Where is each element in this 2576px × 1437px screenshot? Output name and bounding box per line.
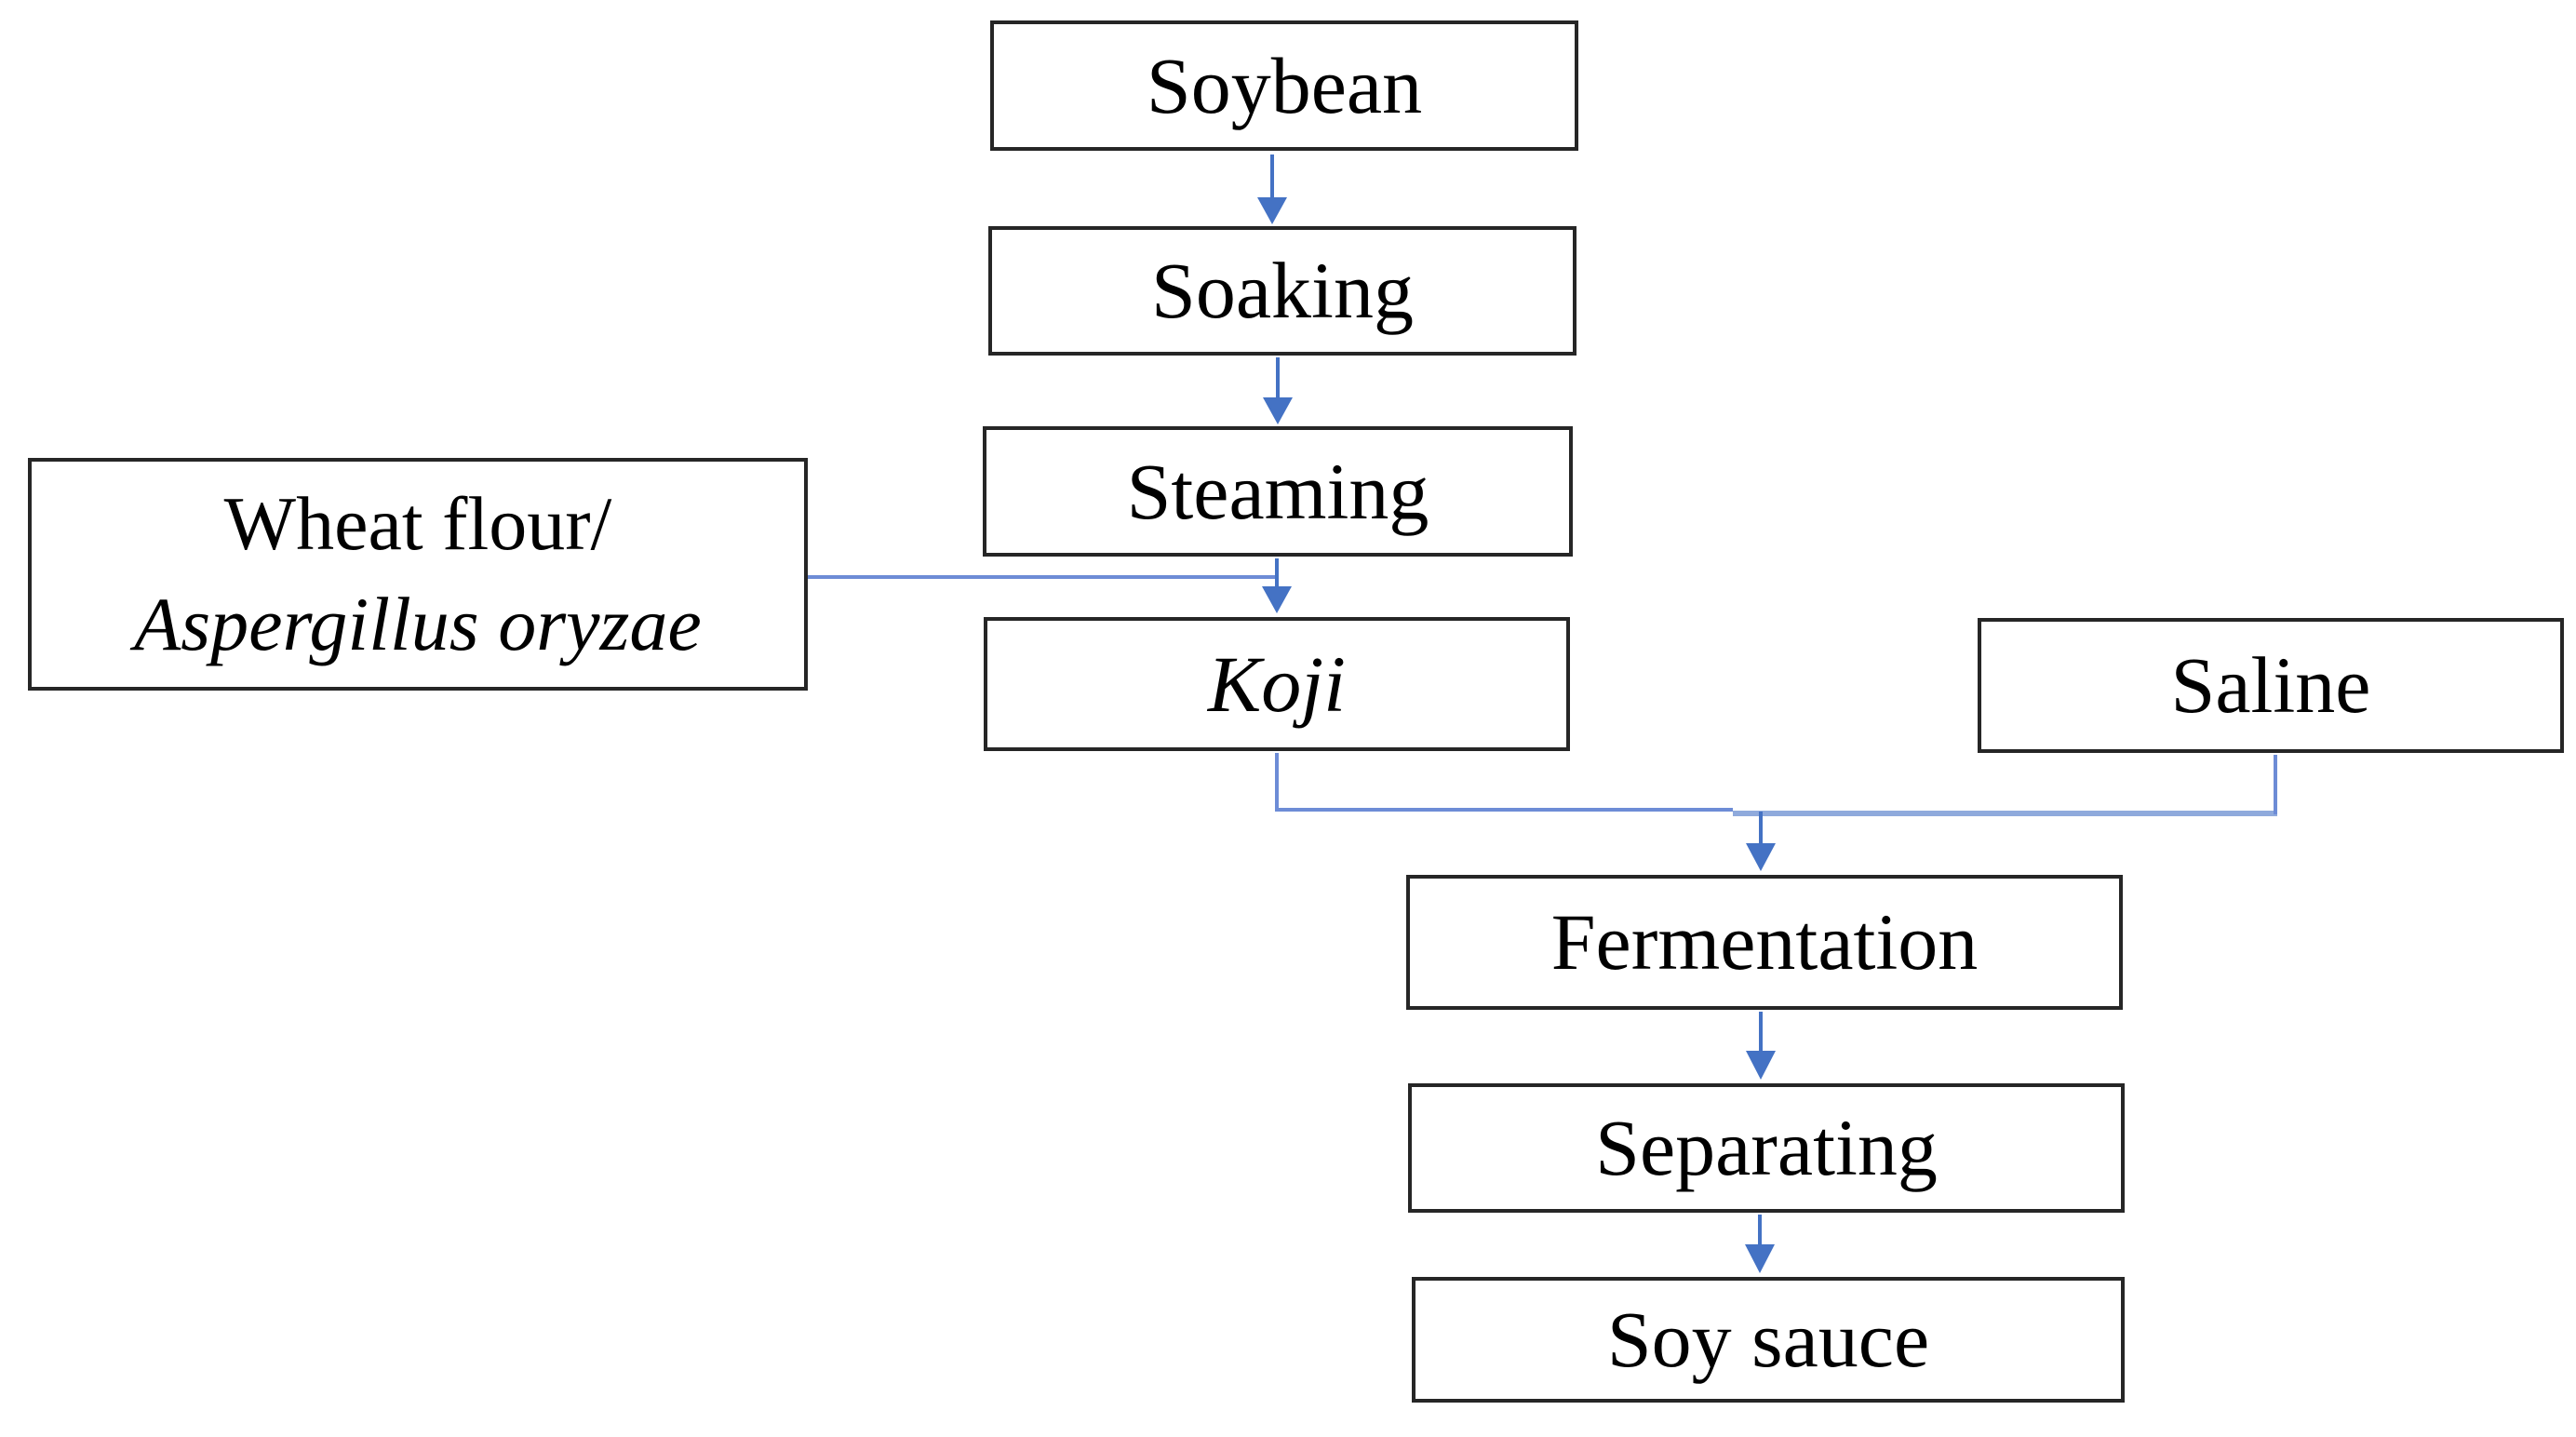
node-steaming: Steaming [983,426,1573,557]
node-soybean-label: Soybean [1146,40,1423,130]
edge-separating-soysauce-arrowhead-icon [1745,1244,1775,1273]
node-saline: Saline [1978,618,2564,753]
edge-fermentation-separating-arrowhead-icon [1746,1051,1776,1080]
node-separating: Separating [1408,1083,2125,1213]
edge-steaming-koji-arrowhead-icon [1262,586,1292,613]
node-soy-sauce: Soy sauce [1412,1277,2125,1403]
node-soaking-label: Soaking [1151,246,1414,336]
node-koji: Koji [984,617,1570,751]
node-saline-label: Saline [2170,640,2371,731]
node-fermentation: Fermentation [1406,875,2123,1010]
node-wheat-flour-label-line2: Aspergillus oryzae [134,582,702,666]
node-soaking: Soaking [988,226,1576,356]
node-soybean: Soybean [990,20,1578,151]
node-soy-sauce-label: Soy sauce [1606,1295,1930,1385]
edge-soaking-steaming-arrowhead-icon [1263,397,1293,424]
edge-bus-fermentation-arrowhead-icon [1746,843,1776,871]
node-steaming-label: Steaming [1126,446,1429,536]
node-wheat-flour-label-line1: Wheat flour/ [223,480,612,566]
node-wheat-flour: Wheat flour/ Aspergillus oryzae [28,458,808,691]
node-fermentation-label: Fermentation [1550,897,1979,987]
node-koji-label: Koji [1207,638,1347,729]
node-separating-label: Separating [1595,1103,1938,1193]
edge-soybean-soaking-arrowhead-icon [1257,197,1287,224]
